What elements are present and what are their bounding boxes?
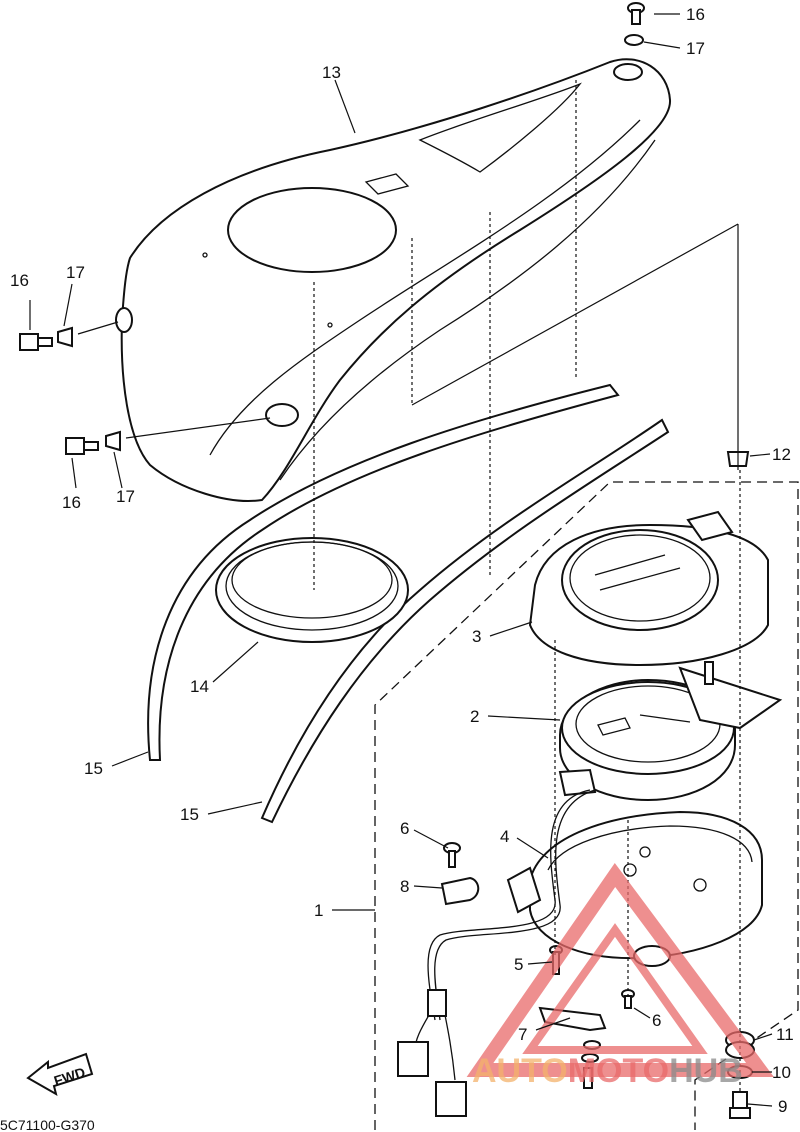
callout-17-top: 17 (686, 39, 705, 58)
callout-17-left-upper: 17 (66, 263, 85, 282)
meter-cover-panel (115, 58, 672, 502)
callout-11: 11 (776, 1025, 794, 1044)
callout-2: 2 (470, 707, 479, 726)
callout-7: 7 (518, 1025, 527, 1044)
callout-16-left-lower: 16 (62, 493, 81, 512)
callout-12: 12 (772, 445, 791, 464)
callout-16-left-upper: 16 (10, 271, 29, 290)
assembly-boundary (374, 481, 799, 1130)
callout-3: 3 (472, 627, 481, 646)
washer-17-left-lower (105, 430, 121, 452)
callout-14: 14 (190, 677, 209, 696)
edge-trim-lower (260, 418, 670, 824)
callout-5: 5 (514, 955, 523, 974)
bolt-9 (729, 1091, 751, 1119)
watermark-moto: MOTO (568, 1052, 669, 1090)
callout-15-lower: 15 (180, 805, 199, 824)
washer-17-top (624, 34, 644, 46)
edge-trim-upper (147, 383, 620, 761)
ring-gasket (215, 537, 409, 643)
watermark-logo (466, 862, 774, 1077)
alignment-lines (77, 80, 741, 1092)
screw-6-lower (621, 989, 635, 1009)
screw-6-upper (443, 842, 461, 868)
meter-case (506, 810, 763, 967)
watermark-text: AUTOMOTOHUB (472, 1052, 743, 1090)
watermark-hub: HUB (669, 1052, 743, 1090)
wire-harness (397, 789, 596, 1117)
callout-6-upper: 6 (400, 819, 409, 838)
watermark-auto: AUTO (472, 1052, 568, 1090)
fwd-arrow: FWD (26, 1052, 94, 1097)
callout-15-upper: 15 (84, 759, 103, 778)
bolt-16-left-lower (65, 437, 99, 455)
clamp-8 (440, 876, 480, 906)
leader-lines (29, 13, 773, 1107)
callout-8: 8 (400, 877, 409, 896)
callout-labels: 16 17 13 16 17 16 17 12 3 2 14 15 15 6 4… (10, 5, 794, 1116)
callout-16-top: 16 (686, 5, 705, 24)
fwd-arrow-icon (26, 1052, 94, 1097)
washer-17-left-upper (57, 326, 73, 348)
meter-cover (528, 510, 769, 667)
callout-10: 10 (772, 1063, 791, 1082)
meter-unit (558, 661, 783, 802)
callout-6-lower: 6 (652, 1011, 661, 1030)
callout-9: 9 (778, 1097, 787, 1116)
diagram-code: 5C71100-G370 (0, 1117, 95, 1132)
bolt-16-top (627, 2, 645, 25)
callout-1: 1 (314, 901, 323, 920)
callout-4: 4 (500, 827, 509, 846)
callout-13: 13 (322, 63, 341, 82)
callout-17-left-lower: 17 (116, 487, 135, 506)
bolt-16-left-upper (19, 333, 53, 351)
